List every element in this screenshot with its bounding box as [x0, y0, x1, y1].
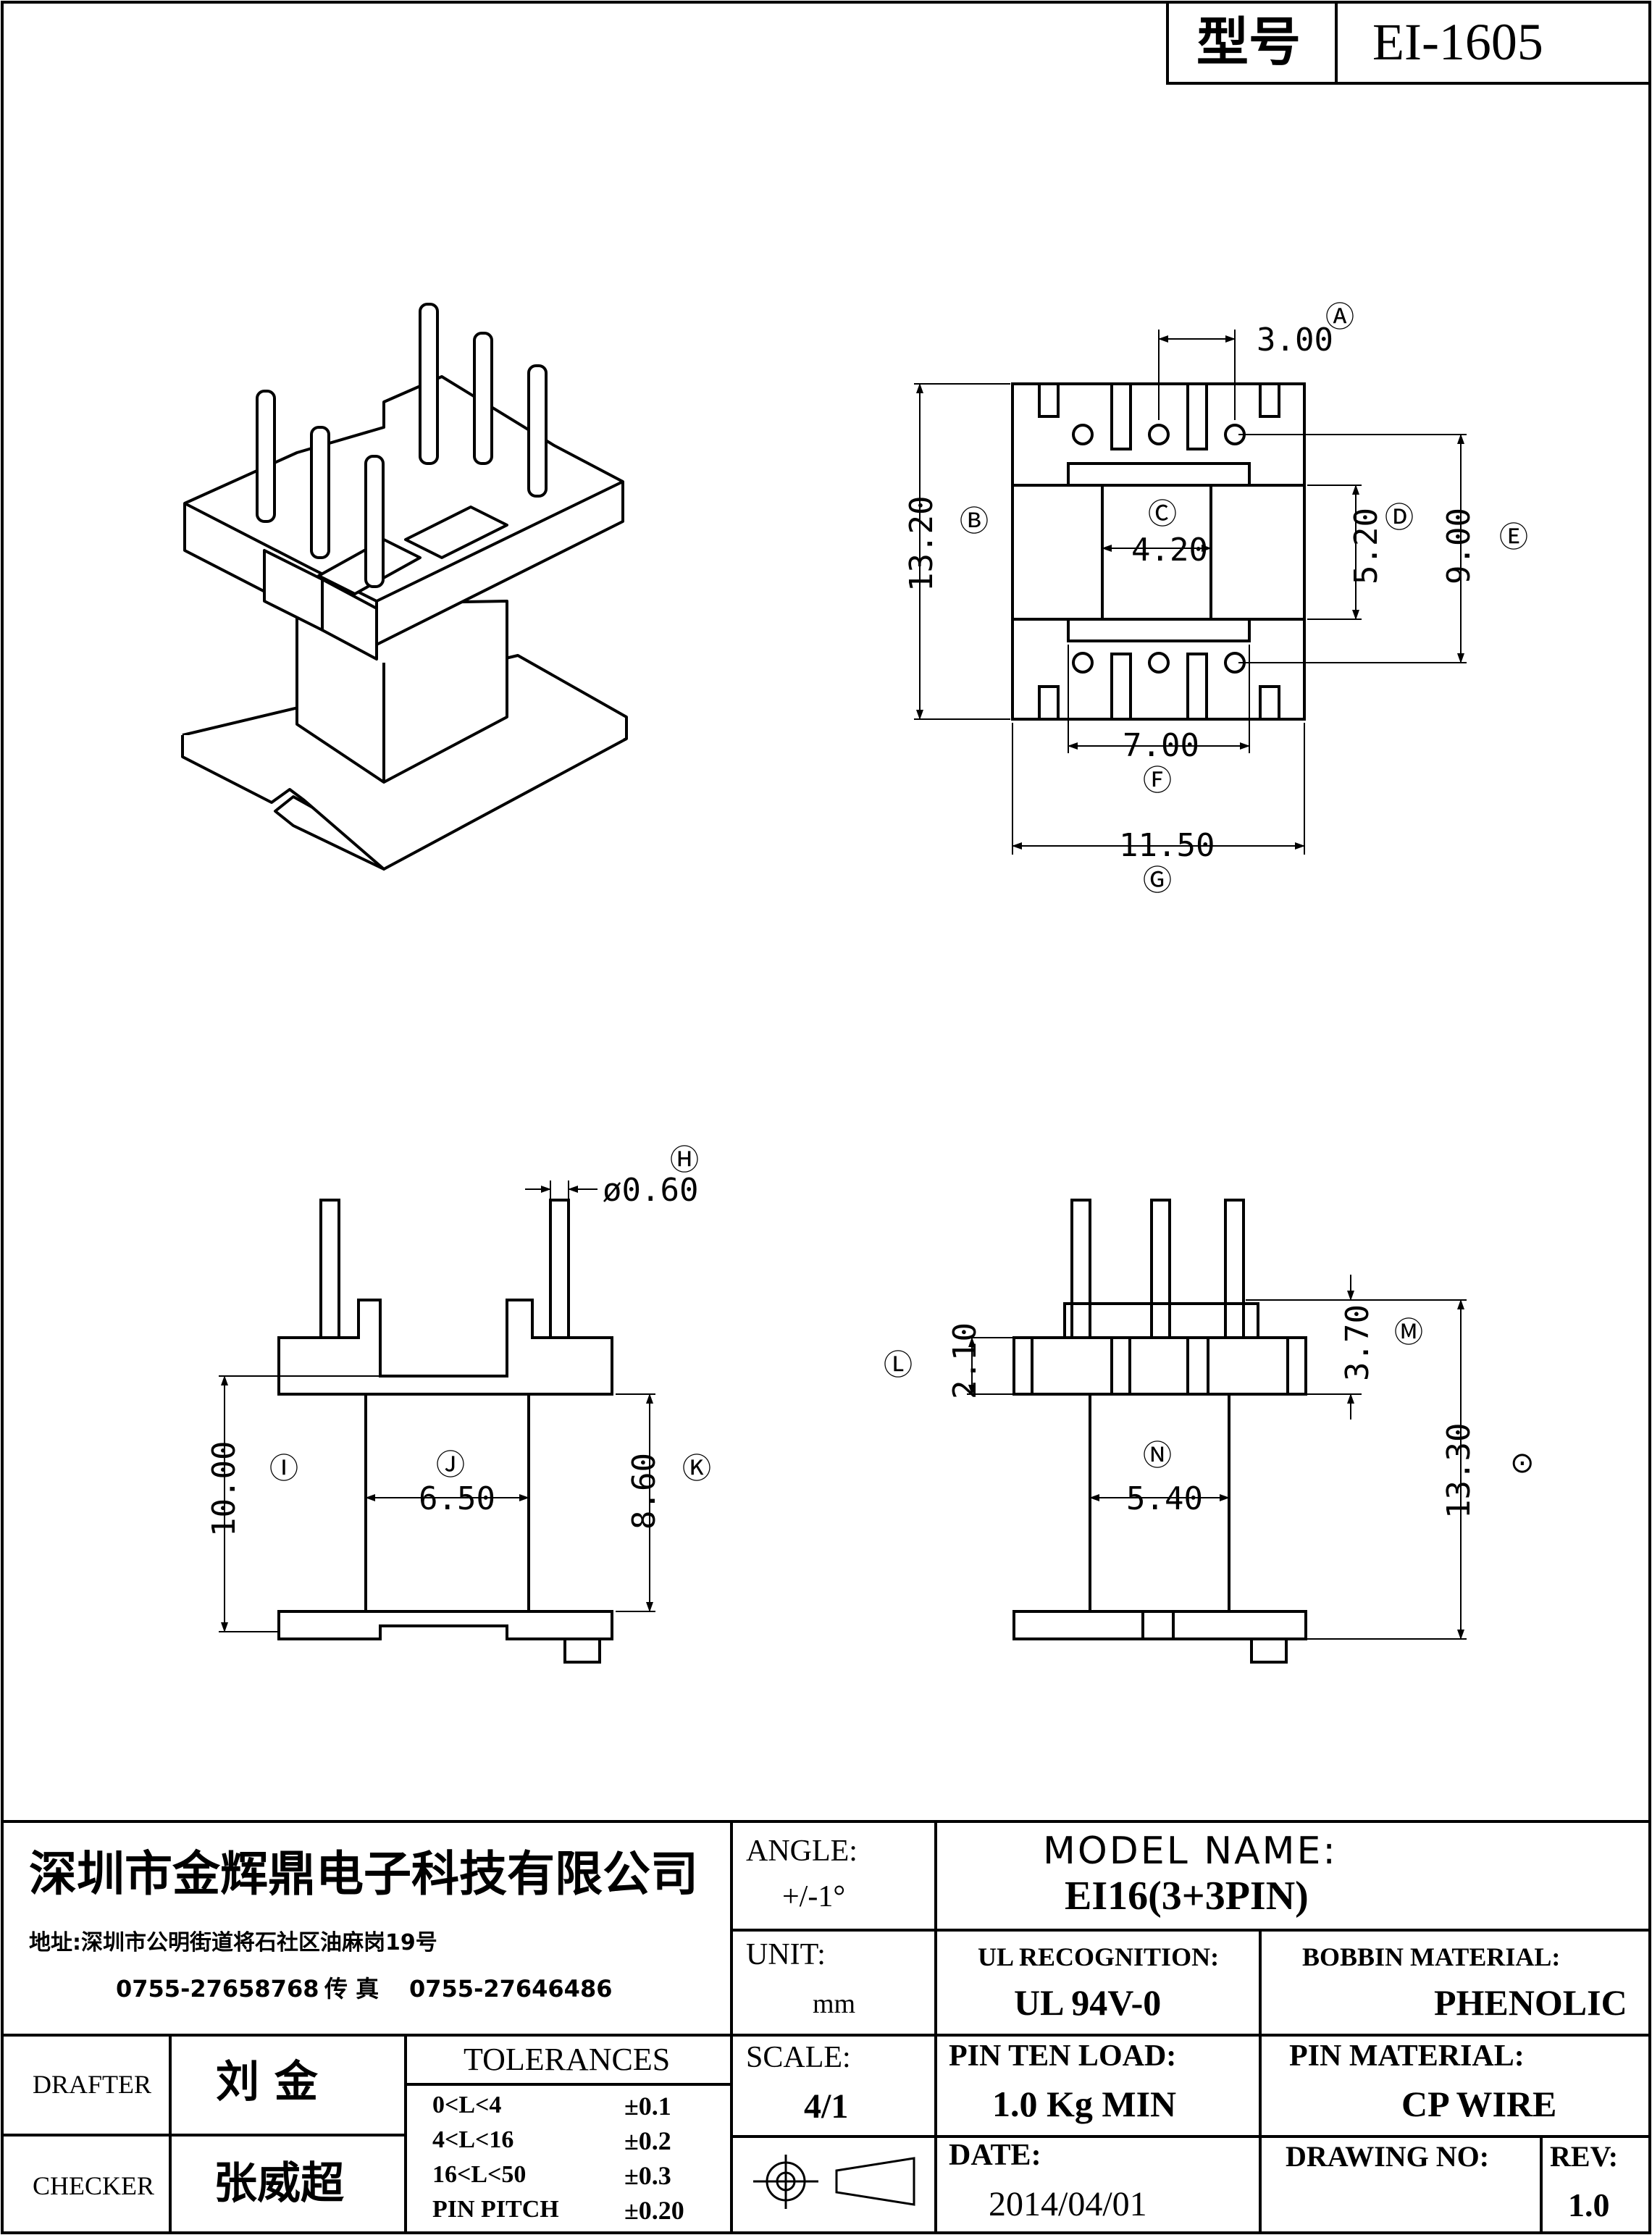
isometric-view [181, 303, 628, 871]
tag-d: Ⓓ [1385, 501, 1414, 534]
date-value: 2014/04/01 [989, 2185, 1147, 2223]
ul-label: UL RECOGNITION: [978, 1942, 1220, 1971]
model-value: EI16(3+3PIN) [1065, 1874, 1309, 1919]
company-name: 深圳市金辉鼎电子科技有限公司 [29, 1846, 698, 1902]
drawing-no-label: DRAWING NO: [1286, 2140, 1490, 2173]
tol-range-1: 0<L<4 [432, 2092, 502, 2118]
date-label: DATE: [949, 2139, 1041, 2172]
tag-k: Ⓚ [682, 1452, 711, 1485]
dim-d-value: 5.20 [1348, 508, 1385, 584]
dim-e-value: 9.00 [1441, 508, 1477, 584]
header-box [1166, 1, 1651, 85]
unit-value: mm [813, 1989, 856, 2019]
pin-material-label: PIN MATERIAL: [1289, 2039, 1525, 2073]
dim-n-value: 5.40 [1126, 1480, 1203, 1517]
pin-ten-label: PIN TEN LOAD: [949, 2039, 1177, 2073]
tag-j: Ⓙ [436, 1448, 465, 1482]
dim-h-value: ø0.60 [603, 1172, 699, 1209]
tag-a: Ⓐ [1325, 301, 1354, 334]
tag-i: Ⓘ [269, 1452, 298, 1485]
fax: 0755-27646486 [409, 1975, 613, 2003]
ul-value: UL 94V-0 [1014, 1982, 1162, 2023]
rev-value: 1.0 [1568, 2186, 1610, 2223]
title-block-grid [2, 1820, 1650, 2233]
tol-value-1: ±0.1 [624, 2092, 671, 2121]
tol-range-2: 4<L<16 [432, 2126, 514, 2153]
projection-symbol-icon [753, 2155, 915, 2209]
drafter-label: DRAFTER [33, 2070, 152, 2099]
tol-range-3: 16<L<50 [432, 2161, 527, 2188]
dim-i-value: 10.00 [206, 1441, 243, 1537]
dim-b-value: 13.20 [903, 495, 940, 592]
side-view-dimensions [967, 1275, 1467, 1640]
dim-c-value: 4.20 [1131, 532, 1208, 569]
model-label: MODEL NAME: [1043, 1829, 1338, 1873]
type-label: 型号 [1196, 12, 1301, 72]
dim-g-value: 11.50 [1119, 827, 1215, 864]
tolerances-label: TOLERANCES [464, 2042, 671, 2077]
company-address: 地址:深圳市公明街道将石社区油麻岗19号 [29, 1930, 437, 1955]
tag-e: Ⓔ [1499, 521, 1528, 554]
tag-b: Ⓑ [960, 505, 989, 538]
side-view [1012, 1199, 1307, 1664]
angle-value: +/-1° [782, 1880, 846, 1913]
dim-l-value: 2.10 [947, 1322, 984, 1399]
fax-label: 传 真 [324, 1975, 380, 2003]
bobbin-value: PHENOLIC [1434, 1982, 1627, 2023]
top-view [1011, 382, 1306, 721]
tag-g: Ⓖ [1143, 864, 1172, 897]
rev-label: REV: [1550, 2140, 1619, 2173]
front-view [277, 1199, 613, 1664]
part-number: EI-1605 [1372, 13, 1543, 71]
tol-value-2: ±0.2 [624, 2126, 671, 2155]
pin-ten-value: 1.0 Kg MIN [992, 2084, 1177, 2124]
tol-value-4: ±0.20 [624, 2196, 684, 2225]
tag-m: Ⓜ [1394, 1316, 1423, 1349]
angle-label: ANGLE: [746, 1834, 858, 1868]
bobbin-label: BOBBIN MATERIAL: [1302, 1942, 1561, 1971]
checker-name: 张威超 [214, 2158, 344, 2209]
tag-f: Ⓕ [1143, 764, 1172, 797]
dim-o-value: 13.30 [1441, 1422, 1477, 1519]
phone: 0755-27658768 [116, 1975, 319, 2003]
tag-h: Ⓗ [670, 1144, 699, 1177]
unit-label: UNIT: [746, 1938, 826, 1971]
dim-j-value: 6.50 [419, 1480, 495, 1517]
tag-c: Ⓒ [1148, 498, 1177, 531]
scale-value: 4/1 [804, 2087, 849, 2126]
dim-m-value: 3.70 [1339, 1304, 1376, 1381]
dim-a-value: 3.00 [1257, 322, 1333, 358]
tag-l: Ⓛ [884, 1349, 913, 1382]
tag-o: ⊙ [1510, 1446, 1535, 1480]
scale-label: SCALE: [746, 2041, 851, 2074]
tag-n: Ⓝ [1143, 1439, 1172, 1472]
pin-material-value: CP WIRE [1401, 2084, 1557, 2124]
dim-k-value: 8.60 [626, 1453, 663, 1530]
checker-label: CHECKER [33, 2171, 155, 2200]
drafter-name: 刘 金 [216, 2057, 318, 2108]
front-view-dimensions [219, 1181, 655, 1632]
top-view-dimensions [914, 330, 1467, 855]
dim-f-value: 7.00 [1123, 727, 1199, 764]
tol-value-3: ±0.3 [624, 2161, 671, 2190]
tol-range-4: PIN PITCH [432, 2196, 559, 2223]
